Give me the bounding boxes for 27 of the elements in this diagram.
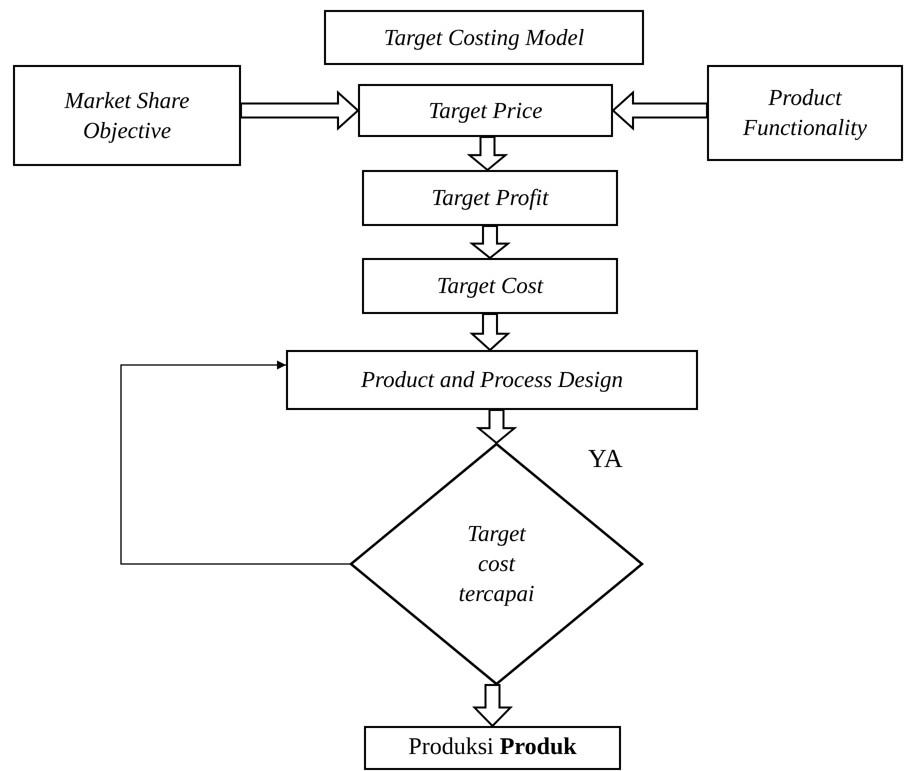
- box-label: Target Price: [428, 96, 542, 125]
- process-box: [364, 726, 621, 770]
- box-label: Product Functionality: [742, 84, 868, 142]
- box-label: Product and Process Design: [360, 366, 624, 394]
- branch-label: YA: [588, 444, 623, 474]
- process-box: [362, 170, 618, 226]
- block-arrow: [612, 90, 708, 131]
- process-box: [362, 258, 618, 314]
- block-arrow: [472, 684, 513, 727]
- block-arrow: [240, 90, 359, 131]
- block-arrow: [476, 409, 518, 444]
- box-label: Target Profit: [432, 184, 548, 212]
- process-box: [324, 10, 644, 65]
- arrow: [120, 360, 350, 565]
- box-label: Target Cost: [436, 272, 544, 300]
- decision-diamond: [350, 443, 643, 685]
- process-box: [286, 350, 698, 410]
- block-arrow: [469, 225, 511, 259]
- box-label: Produksi Produk: [408, 733, 577, 762]
- box-label: Market Share Objective: [63, 86, 190, 145]
- process-box: [358, 84, 613, 137]
- box-label: Target cost tercapai: [458, 520, 535, 608]
- process-box: [13, 65, 241, 166]
- block-arrow: [466, 136, 508, 171]
- process-box: [707, 65, 903, 161]
- block-arrow: [469, 313, 511, 351]
- box-label: Target Costing Model: [384, 24, 584, 52]
